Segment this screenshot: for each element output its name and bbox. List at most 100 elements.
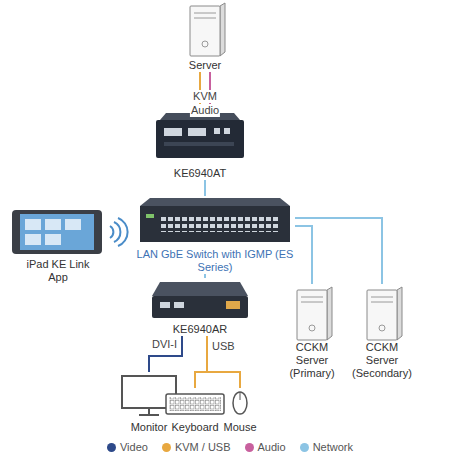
drive-bay (371, 297, 393, 298)
device-label: KE6940AR (173, 323, 227, 336)
power-button (202, 41, 208, 47)
switch-top (140, 198, 290, 206)
legend-swatch (107, 443, 116, 452)
port (214, 128, 220, 134)
device-node: iPad KE Link App (22, 206, 94, 284)
server-tower (297, 287, 332, 340)
device-node: CCKM Server (Secondary) (349, 284, 415, 380)
wifi-arc (114, 222, 120, 242)
device-label: Server (189, 59, 221, 72)
tower-front (297, 290, 327, 340)
mouse-button (240, 392, 241, 400)
screen-tile (45, 219, 61, 230)
legend-item: KVM / USB (162, 441, 231, 453)
device-label: LAN GbE Switch with IGMP (ES Series) (135, 248, 295, 274)
screen-tile (65, 219, 81, 230)
wifi-arc (110, 226, 113, 238)
drive-bay (301, 297, 323, 298)
monitor-base (139, 414, 159, 416)
keyboard-keys (169, 397, 221, 411)
signal-cable (295, 218, 382, 284)
port (224, 128, 230, 134)
legend-text: Network (313, 441, 353, 453)
device-node: Server (175, 2, 235, 72)
device-node: KE6940AT (150, 112, 250, 180)
server-tower (367, 287, 402, 340)
legend-swatch (162, 443, 171, 452)
monitor-stand (148, 408, 150, 414)
cable-label: USB (211, 340, 236, 353)
device-top (152, 282, 248, 296)
legend-text: Video (120, 441, 148, 453)
server-tower (190, 3, 225, 56)
tablet (12, 210, 128, 254)
device-label: CCKM Server (Primary) (279, 341, 345, 380)
legend-item: Audio (245, 441, 286, 453)
cable-label: DVI-I (151, 338, 178, 351)
device-label: Mouse (223, 421, 256, 434)
tablet-screen (20, 214, 94, 250)
device-accent (226, 301, 240, 309)
legend-text: KVM / USB (175, 441, 231, 453)
drive-bay (194, 18, 216, 19)
signal-cable (207, 336, 240, 388)
port (188, 128, 206, 136)
mouse-icon (233, 392, 247, 414)
wifi-arc (118, 218, 128, 246)
signal-cable (149, 336, 182, 372)
switch-ports (160, 214, 279, 232)
device-label: CCKM Server (Secondary) (349, 341, 415, 380)
cable-label: Audio (190, 104, 220, 117)
port (164, 128, 182, 136)
tablet-frame (12, 210, 102, 254)
cable-label: KVM (192, 90, 218, 103)
network-switch (140, 198, 290, 242)
transmitter-device (156, 113, 244, 158)
legend: Video KVM / USB Audio Network (0, 441, 460, 453)
device-label: iPad KE Link App (22, 258, 94, 284)
device-node: CCKM Server (Primary) (279, 284, 345, 380)
tower-side (220, 3, 225, 56)
tower-front (190, 6, 220, 56)
monitor-icon (122, 376, 176, 415)
tower-front (367, 290, 397, 340)
keyboard-icon (166, 394, 224, 414)
port (174, 302, 184, 308)
tower-side (327, 287, 332, 340)
legend-item: Video (107, 441, 148, 453)
screen-tile (25, 219, 41, 230)
receiver-device (152, 282, 248, 318)
device-node: LAN GbE Switch with IGMP (ES Series) (135, 196, 295, 274)
drive-bay (301, 302, 323, 303)
legend-swatch (245, 443, 254, 452)
device-label: Monitor (131, 421, 168, 434)
signal-cable (204, 274, 206, 278)
device-front (156, 120, 244, 158)
tower-side (397, 287, 402, 340)
drive-bay (194, 13, 216, 14)
drive-bay (371, 302, 393, 303)
signal-cable (295, 226, 312, 284)
device-node: KE6940AR (150, 278, 250, 336)
mouse-body (233, 392, 247, 414)
device-node: Mouse (222, 388, 258, 434)
screen-tile (45, 234, 61, 245)
switch-front (140, 206, 290, 242)
signal-cable (195, 336, 207, 388)
legend-text: Audio (258, 441, 286, 453)
keyboard-body (166, 394, 224, 414)
device-front (152, 296, 248, 318)
status-led (146, 214, 154, 218)
screen-tile (25, 234, 41, 245)
device-label: Keyboard (171, 421, 218, 434)
device-strip (164, 142, 234, 146)
device-label: KE6940AT (174, 167, 226, 180)
legend-swatch (300, 443, 309, 452)
port (160, 302, 170, 308)
power-button (379, 325, 385, 331)
monitor-screen (122, 376, 176, 408)
power-button (309, 325, 315, 331)
